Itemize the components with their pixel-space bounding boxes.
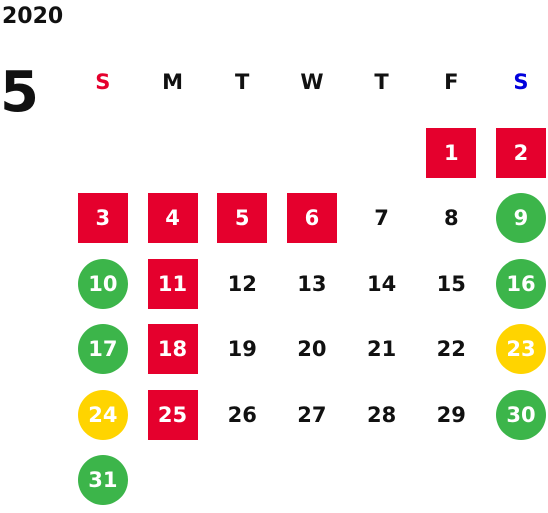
day-7: 7 bbox=[357, 193, 407, 243]
calendar-month: 5 bbox=[0, 58, 39, 128]
day-12: 12 bbox=[217, 259, 267, 309]
weekday-sat: S bbox=[486, 62, 548, 102]
day-cell[interactable]: 25 bbox=[138, 382, 208, 448]
day-cell[interactable]: 14 bbox=[347, 251, 417, 317]
day-22: 22 bbox=[426, 324, 476, 374]
day-cell[interactable]: 3 bbox=[68, 186, 138, 252]
day-cell[interactable]: 5 bbox=[207, 186, 277, 252]
day-cell[interactable]: 7 bbox=[347, 186, 417, 252]
day-17: 17 bbox=[78, 324, 128, 374]
empty-cell bbox=[138, 120, 208, 186]
weekday-mon: M bbox=[138, 62, 208, 102]
day-10: 10 bbox=[78, 259, 128, 309]
day-27: 27 bbox=[287, 390, 337, 440]
day-cell[interactable]: 24 bbox=[68, 382, 138, 448]
day-cell[interactable]: 13 bbox=[277, 251, 347, 317]
day-cell[interactable]: 19 bbox=[207, 317, 277, 383]
day-cell[interactable]: 11 bbox=[138, 251, 208, 317]
day-cell[interactable]: 16 bbox=[486, 251, 548, 317]
day-3: 3 bbox=[78, 193, 128, 243]
day-30: 30 bbox=[496, 390, 546, 440]
day-cell[interactable]: 31 bbox=[68, 448, 138, 513]
day-cell[interactable]: 18 bbox=[138, 317, 208, 383]
day-cell[interactable]: 2 bbox=[486, 120, 548, 186]
weekday-tue: T bbox=[207, 62, 277, 102]
day-14: 14 bbox=[357, 259, 407, 309]
day-cell[interactable]: 20 bbox=[277, 317, 347, 383]
day-20: 20 bbox=[287, 324, 337, 374]
day-11: 11 bbox=[148, 259, 198, 309]
day-cell[interactable]: 10 bbox=[68, 251, 138, 317]
empty-cell bbox=[68, 120, 138, 186]
day-cell[interactable]: 1 bbox=[416, 120, 486, 186]
day-cell[interactable]: 28 bbox=[347, 382, 417, 448]
day-28: 28 bbox=[357, 390, 407, 440]
day-21: 21 bbox=[357, 324, 407, 374]
day-25: 25 bbox=[148, 390, 198, 440]
day-15: 15 bbox=[426, 259, 476, 309]
day-cell[interactable]: 6 bbox=[277, 186, 347, 252]
day-cell[interactable]: 4 bbox=[138, 186, 208, 252]
day-cell[interactable]: 21 bbox=[347, 317, 417, 383]
day-8: 8 bbox=[426, 193, 476, 243]
day-cell[interactable]: 17 bbox=[68, 317, 138, 383]
day-9: 9 bbox=[496, 193, 546, 243]
day-31: 31 bbox=[78, 455, 128, 505]
day-cell[interactable]: 12 bbox=[207, 251, 277, 317]
day-cell[interactable]: 29 bbox=[416, 382, 486, 448]
day-5: 5 bbox=[217, 193, 267, 243]
day-16: 16 bbox=[496, 259, 546, 309]
day-19: 19 bbox=[217, 324, 267, 374]
day-13: 13 bbox=[287, 259, 337, 309]
day-18: 18 bbox=[148, 324, 198, 374]
empty-cell bbox=[347, 120, 417, 186]
day-6: 6 bbox=[287, 193, 337, 243]
day-2: 2 bbox=[496, 128, 546, 178]
day-1: 1 bbox=[426, 128, 476, 178]
weekday-fri: F bbox=[416, 62, 486, 102]
empty-cell bbox=[277, 120, 347, 186]
empty-cell bbox=[207, 120, 277, 186]
day-cell[interactable]: 22 bbox=[416, 317, 486, 383]
weekday-thu: T bbox=[347, 62, 417, 102]
weekday-sun: S bbox=[68, 62, 138, 102]
day-cell[interactable]: 30 bbox=[486, 382, 548, 448]
day-4: 4 bbox=[148, 193, 198, 243]
day-cell[interactable]: 23 bbox=[486, 317, 548, 383]
day-29: 29 bbox=[426, 390, 476, 440]
day-26: 26 bbox=[217, 390, 267, 440]
calendar-year: 2020 bbox=[2, 2, 63, 32]
day-cell[interactable]: 15 bbox=[416, 251, 486, 317]
day-cell[interactable]: 8 bbox=[416, 186, 486, 252]
weekday-wed: W bbox=[277, 62, 347, 102]
day-24: 24 bbox=[78, 390, 128, 440]
day-cell[interactable]: 27 bbox=[277, 382, 347, 448]
day-cell[interactable]: 26 bbox=[207, 382, 277, 448]
day-cell[interactable]: 9 bbox=[486, 186, 548, 252]
day-23: 23 bbox=[496, 324, 546, 374]
